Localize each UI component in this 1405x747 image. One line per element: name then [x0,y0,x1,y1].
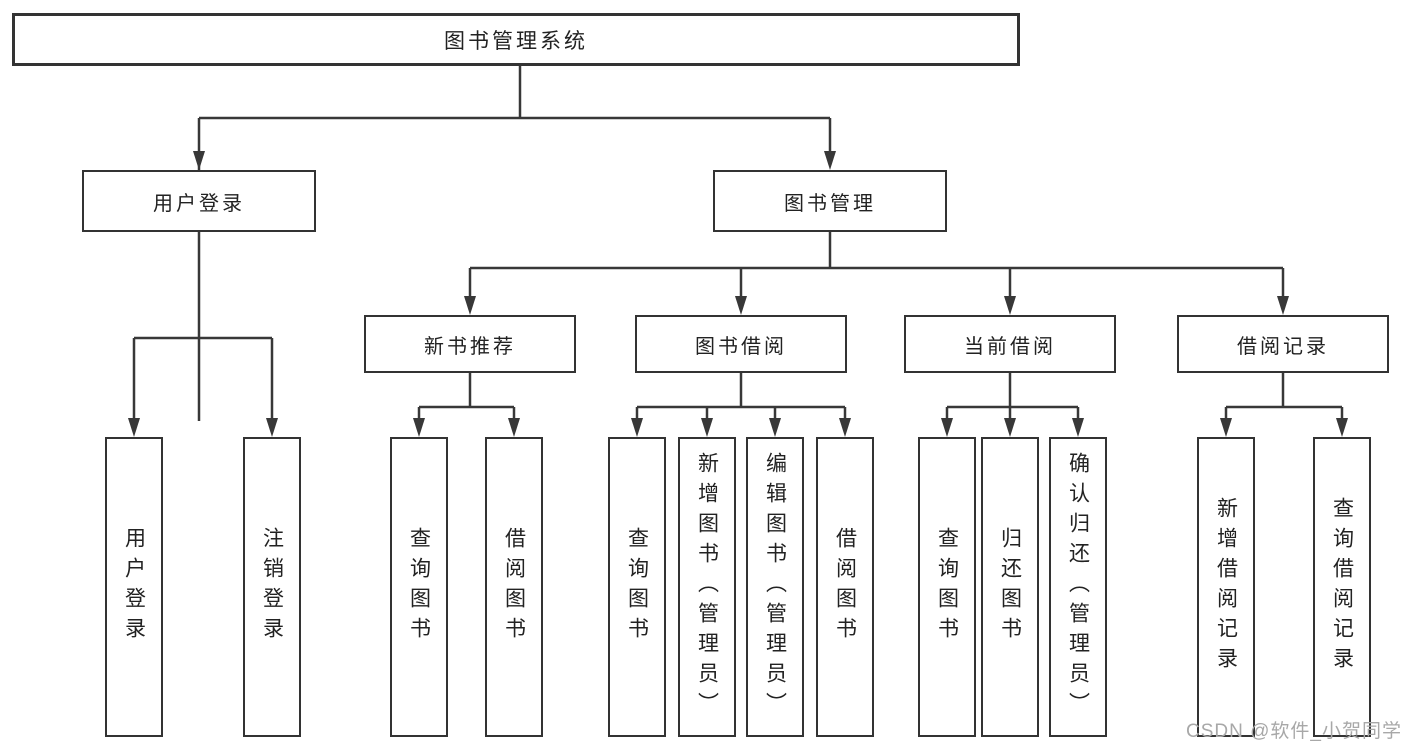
node-book-management: 图书管理 [713,170,947,232]
leaf-logout: 注销登录 [243,437,301,737]
node-root-system: 图书管理系统 [12,13,1020,66]
leaf-current-query-books-label: 查询图书 [935,527,959,647]
leaf-logout-label: 注销登录 [260,527,284,647]
leaf-current-confirm-return-admin-label: 确认归还（管理员） [1066,452,1090,722]
leaf-borrow-borrow-books: 借阅图书 [816,437,874,737]
leaf-borrow-edit-books-admin-label: 编辑图书（管理员） [763,452,787,722]
leaf-borrow-add-books-admin: 新增图书（管理员） [678,437,736,737]
leaf-records-add-record-label: 新增借阅记录 [1214,497,1238,677]
leaf-current-confirm-return-admin: 确认归还（管理员） [1049,437,1107,737]
node-borrow-records: 借阅记录 [1177,315,1389,373]
node-book-borrow: 图书借阅 [635,315,847,373]
leaf-borrow-query-books: 查询图书 [608,437,666,737]
leaf-current-return-books-label: 归还图书 [998,527,1022,647]
leaf-borrow-edit-books-admin: 编辑图书（管理员） [746,437,804,737]
leaf-user-login-label: 用户登录 [122,527,146,647]
leaf-records-add-record: 新增借阅记录 [1197,437,1255,737]
leaf-borrow-borrow-books-label: 借阅图书 [833,527,857,647]
leaf-recommend-query-books: 查询图书 [390,437,448,737]
node-user-login: 用户登录 [82,170,316,232]
leaf-records-query-record-label: 查询借阅记录 [1330,497,1354,677]
leaf-current-query-books: 查询图书 [918,437,976,737]
node-new-book-recommend: 新书推荐 [364,315,576,373]
leaf-records-query-record: 查询借阅记录 [1313,437,1371,737]
leaf-borrow-query-books-label: 查询图书 [625,527,649,647]
leaf-current-return-books: 归还图书 [981,437,1039,737]
leaf-borrow-add-books-admin-label: 新增图书（管理员） [695,452,719,722]
leaf-recommend-borrow-books-label: 借阅图书 [502,527,526,647]
leaf-recommend-borrow-books: 借阅图书 [485,437,543,737]
leaf-user-login: 用户登录 [105,437,163,737]
node-current-borrow: 当前借阅 [904,315,1116,373]
csdn-watermark: CSDN @软件_小贺同学 [1186,721,1402,742]
leaf-recommend-query-books-label: 查询图书 [407,527,431,647]
